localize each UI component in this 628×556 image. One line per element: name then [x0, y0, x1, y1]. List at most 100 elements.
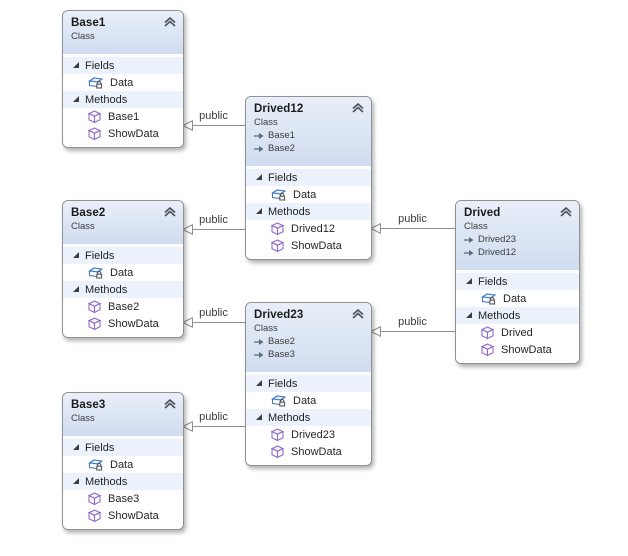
class-title: Base3 — [71, 399, 106, 411]
member-row-method[interactable]: Base1 — [63, 108, 183, 125]
inheritance-connector-drived12-base1[interactable]: public — [182, 109, 245, 131]
member-row-field[interactable]: Data — [63, 456, 183, 473]
method-icon — [88, 316, 101, 331]
class-box-drived[interactable]: Drived Class Drived23 Drived12 Fields Da… — [455, 200, 580, 364]
inheritance-connector-drived23-base2[interactable]: public — [182, 306, 245, 328]
section-fields[interactable]: Fields — [63, 247, 183, 264]
collapse-chevron-icon[interactable] — [352, 309, 364, 319]
member-name: ShowData — [291, 239, 342, 252]
inherit-row: Drived12 — [464, 247, 572, 259]
class-header[interactable]: Base2 Class — [63, 201, 183, 244]
member-row-method[interactable]: ShowData — [246, 443, 371, 460]
class-title: Base2 — [71, 207, 106, 219]
collapse-chevron-icon[interactable] — [560, 207, 572, 217]
member-name: ShowData — [501, 343, 552, 356]
class-box-base1[interactable]: Base1 Class Fields Data Methods Base1 — [62, 10, 184, 148]
member-row-method[interactable]: ShowData — [246, 237, 371, 254]
connector-line — [190, 229, 245, 230]
section-fields[interactable]: Fields — [63, 57, 183, 74]
expander-icon[interactable] — [256, 380, 262, 386]
section-label: Methods — [85, 93, 128, 106]
collapse-chevron-icon[interactable] — [352, 103, 364, 113]
member-row-field[interactable]: Data — [63, 264, 183, 281]
member-row-method[interactable]: ShowData — [63, 315, 183, 332]
inheritance-connector-drived23-base3[interactable]: public — [182, 410, 245, 432]
expander-icon[interactable] — [256, 414, 262, 420]
connector-label: public — [199, 307, 228, 319]
expander-icon[interactable] — [466, 278, 472, 284]
connector-line — [190, 426, 245, 427]
member-name: Base1 — [108, 110, 140, 123]
member-row-method[interactable]: Drived12 — [246, 220, 371, 237]
expander-icon[interactable] — [73, 62, 79, 68]
class-box-drived12[interactable]: Drived12 Class Base1 Base2 Fields Data — [245, 96, 372, 260]
class-header[interactable]: Base1 Class — [63, 11, 183, 54]
member-row-field[interactable]: Data — [456, 290, 579, 307]
member-name: Data — [293, 188, 317, 201]
private-field-icon — [88, 76, 103, 89]
expander-icon[interactable] — [73, 286, 79, 292]
connector-label: public — [398, 316, 427, 328]
inheritance-connector-drived-drived12[interactable]: public — [370, 212, 455, 234]
connector-line — [378, 228, 455, 229]
expander-icon[interactable] — [73, 444, 79, 450]
connector-label: public — [398, 213, 427, 225]
class-header[interactable]: Base3 Class — [63, 393, 183, 436]
member-row-field[interactable]: Data — [246, 392, 371, 409]
member-name: Data — [293, 394, 317, 407]
member-row-method[interactable]: Drived23 — [246, 426, 371, 443]
member-row-method[interactable]: Drived — [456, 324, 579, 341]
inherit-name: Base1 — [268, 130, 295, 141]
section-fields[interactable]: Fields — [63, 439, 183, 456]
expander-icon[interactable] — [466, 312, 472, 318]
class-header[interactable]: Drived12 Class Base1 Base2 — [246, 97, 371, 166]
expander-icon[interactable] — [256, 174, 262, 180]
class-title: Base1 — [71, 17, 106, 29]
member-row-method[interactable]: Base2 — [63, 298, 183, 315]
member-row-method[interactable]: ShowData — [456, 341, 579, 358]
method-icon — [481, 342, 494, 357]
section-methods[interactable]: Methods — [456, 307, 579, 324]
inheritance-connector-drived12-base2[interactable]: public — [182, 213, 245, 235]
class-box-base2[interactable]: Base2 Class Fields Data Methods Base2 — [62, 200, 184, 338]
class-title: Drived23 — [254, 309, 304, 321]
member-row-field[interactable]: Data — [63, 74, 183, 91]
method-icon — [88, 299, 101, 314]
class-stereotype: Class — [254, 323, 278, 334]
section-methods[interactable]: Methods — [63, 281, 183, 298]
collapse-chevron-icon[interactable] — [164, 17, 176, 27]
class-header[interactable]: Drived23 Class Base2 Base3 — [246, 303, 371, 372]
inheritance-connector-drived-drived23[interactable]: public — [370, 315, 455, 337]
inheritance-arrow-icon — [464, 249, 474, 257]
section-fields[interactable]: Fields — [246, 375, 371, 392]
connector-line — [190, 322, 245, 323]
member-row-method[interactable]: ShowData — [63, 125, 183, 142]
section-label: Fields — [85, 59, 115, 72]
section-methods[interactable]: Methods — [246, 409, 371, 426]
expander-icon[interactable] — [73, 96, 79, 102]
collapse-chevron-icon[interactable] — [164, 207, 176, 217]
class-body: Fields Data Methods Base1 ShowData — [63, 54, 183, 147]
class-box-drived23[interactable]: Drived23 Class Base2 Base3 Fields Data — [245, 302, 372, 466]
collapse-chevron-icon[interactable] — [164, 399, 176, 409]
method-icon — [271, 221, 284, 236]
class-body: Fields Data Methods Base3 ShowData — [63, 436, 183, 529]
member-row-method[interactable]: ShowData — [63, 507, 183, 524]
section-methods[interactable]: Methods — [63, 91, 183, 108]
member-row-field[interactable]: Data — [246, 186, 371, 203]
class-header[interactable]: Drived Class Drived23 Drived12 — [456, 201, 579, 270]
expander-icon[interactable] — [73, 478, 79, 484]
expander-icon[interactable] — [73, 252, 79, 258]
connector-line — [190, 125, 245, 126]
expander-icon[interactable] — [256, 208, 262, 214]
member-row-method[interactable]: Base3 — [63, 490, 183, 507]
section-label: Fields — [478, 275, 508, 288]
section-fields[interactable]: Fields — [246, 169, 371, 186]
section-fields[interactable]: Fields — [456, 273, 579, 290]
class-box-base3[interactable]: Base3 Class Fields Data Methods Base3 — [62, 392, 184, 530]
inherit-row: Base2 — [254, 336, 364, 348]
section-methods[interactable]: Methods — [63, 473, 183, 490]
connector-label: public — [199, 214, 228, 226]
section-methods[interactable]: Methods — [246, 203, 371, 220]
